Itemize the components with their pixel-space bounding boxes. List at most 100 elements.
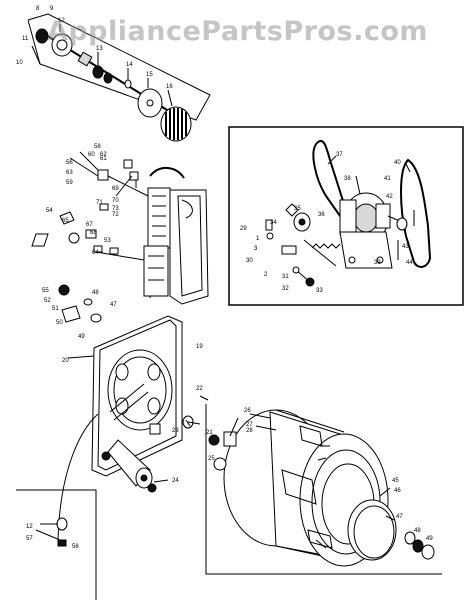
callout-label: 56 bbox=[66, 160, 73, 166]
callout-label: 25 bbox=[208, 456, 215, 462]
motor-box-labels: 37 40 41 42 38 39 36 34 35 30 31 32 33 2… bbox=[240, 152, 413, 294]
heater-duct-group bbox=[31, 151, 209, 323]
door-switch bbox=[61, 305, 81, 323]
callout-label: 24 bbox=[172, 478, 179, 484]
callout-label: 13 bbox=[96, 46, 103, 52]
callout-label: 23 bbox=[172, 428, 179, 434]
callout-label: 11 bbox=[22, 36, 29, 42]
callout-label: 53 bbox=[104, 238, 111, 244]
callout-label: 61 bbox=[100, 156, 107, 162]
bracket bbox=[31, 233, 49, 247]
motor-assembly-box bbox=[228, 126, 464, 306]
callout-label: 58 bbox=[94, 144, 101, 150]
heater-housing bbox=[169, 189, 209, 305]
callout-label: 49 bbox=[426, 536, 433, 542]
switch bbox=[281, 245, 297, 255]
callout-label: 29 bbox=[240, 226, 247, 232]
callout-label: 1 bbox=[256, 236, 260, 242]
callout-label: 48 bbox=[414, 528, 421, 534]
callout-label: 12 bbox=[58, 18, 65, 24]
callout-label: 63 bbox=[66, 170, 73, 176]
drum-labels: 22 21 25 26 27 28 45 46 47 48 49 bbox=[196, 386, 433, 542]
callout-label: 20 bbox=[62, 358, 69, 364]
inset-frame bbox=[16, 489, 97, 600]
duct-curve bbox=[149, 167, 185, 179]
callout-label: 73 bbox=[112, 206, 119, 212]
callout-label: 8 bbox=[36, 6, 40, 12]
top-group-labels: 8 9 10 11 12 13 14 15 16 bbox=[16, 6, 173, 90]
heater-coil bbox=[143, 245, 169, 297]
callout-label: 47 bbox=[110, 302, 117, 308]
callout-label: 50 bbox=[56, 320, 63, 326]
drum-roller bbox=[213, 457, 227, 471]
callout-label: 30 bbox=[246, 258, 253, 264]
callout-label: 70 bbox=[112, 198, 119, 204]
callout-label: 35 bbox=[294, 206, 301, 212]
callout-label: 44 bbox=[406, 260, 413, 266]
bottom-left-inset bbox=[16, 489, 97, 600]
bearing-block bbox=[77, 51, 93, 67]
callout-label: 57 bbox=[26, 536, 33, 542]
lead-wire bbox=[57, 413, 99, 541]
callout-label: 48 bbox=[92, 290, 99, 296]
callout-label: 34 bbox=[270, 220, 277, 226]
callout-label: 42 bbox=[386, 194, 393, 200]
callout-label: 65 bbox=[62, 218, 69, 224]
callout-label: 12 bbox=[26, 524, 33, 530]
callout-label: 51 bbox=[52, 306, 59, 312]
callout-label: 3 bbox=[254, 246, 258, 252]
callout-label: 27 bbox=[246, 422, 253, 428]
bulkhead-ring bbox=[107, 349, 173, 431]
callout-label: 15 bbox=[146, 72, 153, 78]
tension-spring bbox=[311, 243, 341, 249]
callout-label: 54 bbox=[46, 208, 53, 214]
left-group-labels: 56 63 59 60 58 61 62 69 70 71 72 73 66 6… bbox=[42, 144, 217, 444]
callout-label: 43 bbox=[402, 244, 409, 250]
callout-label: 31 bbox=[282, 274, 289, 280]
element-panel bbox=[147, 187, 171, 249]
callout-label: 62 bbox=[100, 152, 107, 158]
callout-label: 10 bbox=[16, 60, 23, 66]
drum-seal bbox=[347, 499, 397, 561]
callout-label: 64 bbox=[92, 250, 99, 256]
top-pulley-group bbox=[27, 13, 211, 142]
callout-label: 67 bbox=[86, 222, 93, 228]
roller-bracket bbox=[223, 431, 237, 447]
callout-label: 32 bbox=[282, 286, 289, 292]
callout-label: 39 bbox=[374, 260, 381, 266]
drum-assembly bbox=[199, 395, 442, 575]
callout-label: 72 bbox=[112, 212, 119, 218]
shaft-nut bbox=[35, 28, 49, 44]
callout-label: 28 bbox=[246, 428, 253, 434]
callout-label: 41 bbox=[384, 176, 391, 182]
callout-label: 37 bbox=[336, 152, 343, 158]
callout-label: 52 bbox=[44, 298, 51, 304]
bottom-left-labels: 12 57 58 bbox=[26, 524, 79, 550]
callout-label: 21 bbox=[206, 430, 213, 436]
rear-bulkhead bbox=[57, 315, 201, 541]
callout-label: 49 bbox=[78, 334, 85, 340]
callout-label: 58 bbox=[72, 544, 79, 550]
callout-label: 55 bbox=[42, 288, 49, 294]
callout-label: 2 bbox=[264, 272, 268, 278]
callout-label: 16 bbox=[166, 84, 173, 90]
knob bbox=[58, 284, 70, 296]
callout-label: 59 bbox=[66, 180, 73, 186]
callout-label: 69 bbox=[112, 186, 119, 192]
callout-label: 47 bbox=[396, 514, 403, 520]
thermostat bbox=[97, 169, 109, 181]
callout-label: 46 bbox=[394, 488, 401, 494]
callout-label: 68 bbox=[90, 230, 97, 236]
callout-label: 40 bbox=[394, 160, 401, 166]
glide bbox=[421, 544, 435, 560]
callout-label: 22 bbox=[196, 386, 203, 392]
drum-baffle bbox=[281, 469, 317, 505]
callout-label: 14 bbox=[126, 62, 133, 68]
callout-label: 26 bbox=[244, 408, 251, 414]
callout-label: 45 bbox=[392, 478, 399, 484]
callout-label: 19 bbox=[196, 344, 203, 350]
drive-motor bbox=[339, 192, 408, 244]
callout-label: 38 bbox=[344, 176, 351, 182]
